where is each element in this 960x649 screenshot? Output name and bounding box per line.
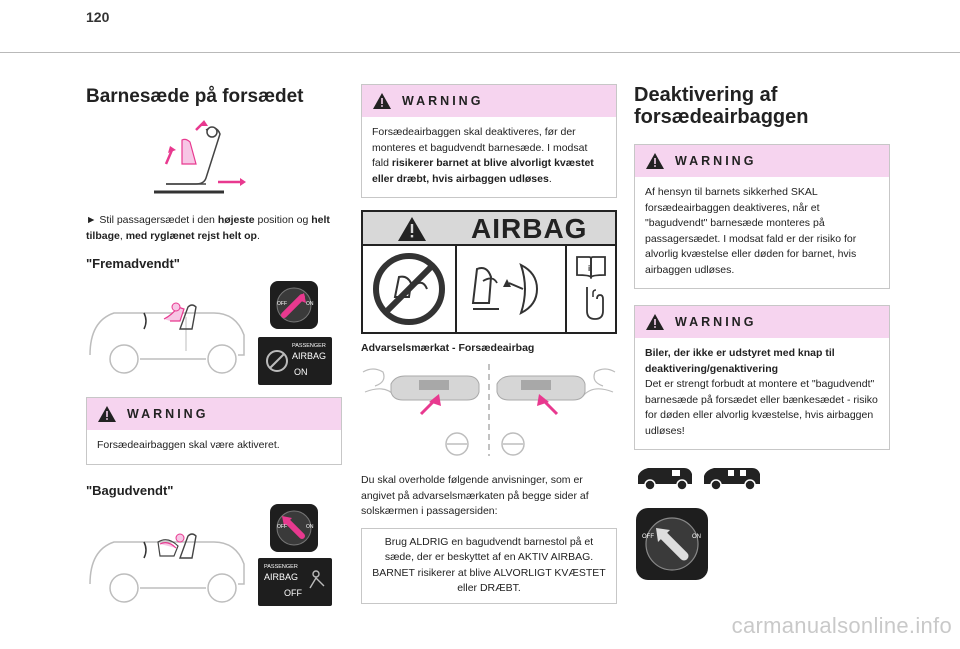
header-divider <box>0 52 960 53</box>
warning-triangle-icon <box>646 153 664 169</box>
forward-facing-figure: OFF ON PASSENGER AIRBAG ON <box>86 281 342 385</box>
section-title-deactivation-1: Deaktivering af <box>634 84 778 106</box>
passenger-airbag-on-indicator: PASSENGER AIRBAG ON <box>258 337 332 385</box>
svg-text:ON: ON <box>306 524 314 530</box>
label-instructions: Du skal overholde følgende anvisninger, … <box>361 474 589 517</box>
section-title-child-seat: Barnesæde på forsædet <box>86 86 304 107</box>
rear-facing-figure: OFF ON PASSENGER AIRBAG OFF <box>86 503 342 608</box>
airbag-key-switch-icon: OFF ON <box>270 281 318 329</box>
forward-facing-heading: "Fremadvendt" <box>86 256 180 271</box>
car-silhouette-icon <box>704 468 760 491</box>
car-silhouette-icon <box>638 468 692 491</box>
warning-box-no-switch: WARNING Biler, der ikke er udstyret med … <box>634 305 890 450</box>
bullet-icon: ► <box>86 214 97 226</box>
warning-triangle-icon <box>98 406 116 422</box>
svg-text:OFF: OFF <box>277 301 287 307</box>
svg-text:ON: ON <box>306 301 314 307</box>
column-deactivation: Deaktivering af forsædeairbaggen WARNING… <box>634 84 890 585</box>
no-rear-seat-icon <box>373 253 445 325</box>
svg-text:i: i <box>588 264 590 273</box>
seat-adjust-illustration <box>154 120 246 194</box>
column-child-seat: Barnesæde på forsædet ► Stil passagersæd… <box>86 82 342 608</box>
no-airbag-small-icon <box>266 350 288 372</box>
warning-box-must-deactivate: WARNING Af hensyn til barnets sikkerhed … <box>634 144 890 289</box>
page-number: 120 <box>86 9 110 25</box>
warning-note-box: Brug ALDRIG en bagudvendt barnestol på e… <box>361 527 617 604</box>
airbag-off-small-icon <box>309 569 325 588</box>
figure-caption: Advarselsmærkat - Forsædeairbag <box>361 342 535 354</box>
warning-triangle-icon <box>646 314 664 330</box>
car-silhouettes <box>634 464 890 496</box>
car-front-illustration <box>89 302 245 374</box>
car-rear-illustration <box>89 532 245 603</box>
svg-text:OFF: OFF <box>277 524 287 530</box>
airbag-key-switch-icon: OFF ON <box>270 503 318 552</box>
rear-facing-heading: "Bagudvendt" <box>86 482 174 498</box>
warning-box-airbag-active: WARNING Forsædeairbaggen skal være aktiv… <box>86 397 342 465</box>
warning-triangle-icon <box>373 93 391 109</box>
airbag-key-switch-large-icon: OFF ON <box>636 508 708 580</box>
svg-text:ON: ON <box>692 534 701 540</box>
column-warning-label: WARNING Forsædeairbaggen skal deaktivere… <box>361 84 617 604</box>
passenger-airbag-off-indicator: PASSENGER AIRBAG OFF <box>258 557 332 606</box>
watermark: carmanualsonline.info <box>731 613 952 638</box>
seat-instruction: ► Stil passagersædet i den højeste posit… <box>86 214 330 242</box>
warning-triangle-icon <box>398 217 426 241</box>
svg-text:OFF: OFF <box>642 534 654 540</box>
sun-visor-illustration <box>362 364 616 456</box>
section-title-deactivation-2: forsædeairbaggen <box>634 106 809 128</box>
airbag-warning-label: AIRBAG <box>361 210 617 334</box>
warning-box-deactivate: WARNING Forsædeairbaggen skal deaktivere… <box>361 84 617 198</box>
manual-book-icon: i <box>576 256 606 320</box>
airbag-deploy-icon <box>471 263 539 315</box>
